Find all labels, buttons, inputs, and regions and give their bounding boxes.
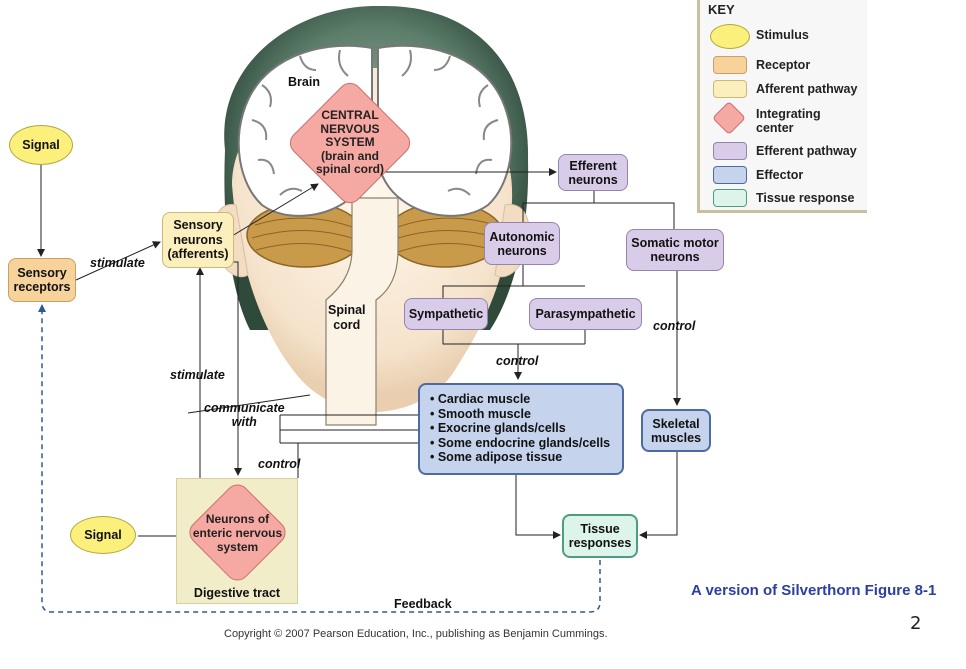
autonomic-split-line	[442, 265, 524, 298]
effector-swatch	[713, 166, 747, 184]
copyright-text: Copyright © 2007 Pearson Education, Inc.…	[224, 628, 608, 640]
control-somatic-label: control	[653, 319, 696, 333]
afferent-swatch	[713, 80, 747, 98]
receptors-to-afferent-arrow	[75, 241, 161, 281]
efferent-swatch	[713, 142, 747, 160]
effector-item: • Exocrine glands/cells	[430, 421, 566, 436]
receptor-swatch	[713, 56, 747, 74]
sympathetic-merge-line	[442, 330, 585, 345]
efferent-neurons-node: Efferent neurons	[558, 154, 628, 191]
feedback-label: Feedback	[394, 597, 452, 611]
cns-integrating-center: CENTRAL NERVOUS SYSTEM (brain and spinal…	[280, 77, 420, 209]
key-item-effector: Effector	[756, 168, 804, 182]
integrating-center-swatch	[712, 101, 746, 135]
key-title: KEY	[708, 2, 735, 17]
parasympathetic-node: Parasympathetic	[529, 298, 642, 330]
communicate-with-label: communicate with	[204, 401, 285, 429]
control-autonomic-label: control	[496, 354, 539, 368]
key-item-tissue-response: Tissue response	[756, 191, 855, 205]
efferent-split-line	[522, 189, 595, 222]
sensory-receptors-node: Sensory receptors	[8, 258, 76, 302]
sympathetic-node: Sympathetic	[404, 298, 488, 330]
digestive-tract-label: Digestive tract	[193, 586, 281, 600]
communicate-line	[187, 394, 311, 414]
effector-item: • Some endocrine glands/cells	[430, 435, 611, 450]
legend-key: KEY Stimulus Receptor Afferent pathway I…	[697, 0, 867, 213]
tissue-response-swatch	[713, 189, 747, 207]
autonomic-effectors-node: • Cardiac muscle • Smooth muscle • Exocr…	[418, 383, 624, 475]
stimulus-swatch	[710, 24, 750, 49]
feedback-loop	[38, 304, 601, 613]
brain-label: Brain	[288, 75, 320, 89]
enteric-integrating-center: Neurons of enteric nervous system	[180, 478, 295, 588]
tissue-responses-node: Tissue responses	[562, 514, 638, 558]
figure-attribution: A version of Silverthorn Figure 8-1	[691, 582, 937, 599]
cns-to-enteric-arrow	[232, 261, 242, 476]
stimulate-side-label: stimulate	[170, 368, 225, 382]
key-item-afferent: Afferent pathway	[756, 82, 858, 96]
stimulate-top-label: stimulate	[90, 256, 145, 270]
key-item-efferent: Efferent pathway	[756, 144, 857, 158]
right-hemisphere	[377, 44, 513, 217]
efferent-to-somatic-line	[594, 202, 675, 229]
afferent-to-cns-arrow	[231, 183, 319, 237]
effector-to-response-arrow	[515, 474, 561, 539]
skeletal-muscles-node: Skeletal muscles	[641, 409, 711, 452]
effector-item: • Smooth muscle	[430, 406, 531, 421]
effector-item: • Cardiac muscle	[430, 392, 531, 406]
signal-top-node: Signal	[9, 125, 73, 165]
page-number: 2	[910, 613, 922, 634]
control-enteric-label: control	[258, 457, 301, 471]
autonomic-neurons-node: Autonomic neurons	[484, 222, 560, 265]
somatic-motor-neurons-node: Somatic motor neurons	[626, 229, 724, 271]
key-item-receptor: Receptor	[756, 58, 811, 72]
effector-item: • Some adipose tissue	[430, 450, 563, 465]
key-item-integrating-center: Integrating center	[756, 107, 821, 135]
key-item-stimulus: Stimulus	[756, 28, 809, 42]
cns-label: CENTRAL NERVOUS SYSTEM (brain and spinal…	[315, 108, 384, 177]
spinal-cord-shape	[325, 197, 399, 426]
sensory-neurons-node: Sensory neurons (afferents)	[162, 212, 234, 268]
enteric-label: Neurons of enteric nervous system	[192, 512, 283, 554]
spinal-cord-label: Spinal cord	[328, 303, 366, 332]
signal-bottom-node: Signal	[70, 516, 136, 554]
skeletal-to-response-arrow	[639, 452, 678, 539]
